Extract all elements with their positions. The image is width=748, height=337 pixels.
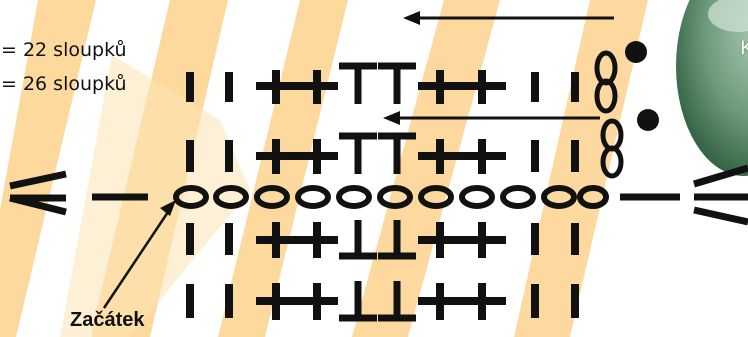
chain-icon [462, 188, 492, 206]
stitch-t-icon [378, 66, 416, 104]
start-arrow [104, 200, 176, 308]
stitch-inverted-t-icon [339, 281, 377, 318]
right-fan-icon [694, 168, 748, 222]
direction-arrow-middle [383, 111, 600, 125]
row-lower-1-stitches [190, 220, 575, 258]
chain-icon [503, 188, 533, 206]
foundation-chain-row [10, 168, 748, 222]
stitch-plus-icon [418, 70, 462, 104]
stitch-inverted-t-icon [378, 220, 416, 256]
stitch-plus-icon [418, 139, 462, 174]
turning-chain-icon [603, 121, 621, 176]
stitch-plus-icon [456, 222, 506, 258]
chain-icon [216, 188, 246, 206]
chain-icon [380, 188, 410, 206]
stitch-plus-icon [456, 70, 506, 104]
stitch-t-icon [339, 66, 377, 104]
chain-icon [257, 188, 287, 206]
chain-icon [298, 188, 328, 206]
stitch-inverted-t-icon [339, 220, 377, 256]
stitch-plus-icon [292, 139, 338, 174]
chain-icon [421, 188, 451, 206]
turning-chain-icon [597, 53, 615, 111]
stitch-plus-icon [292, 283, 338, 320]
stitch-plus-icon [418, 283, 462, 320]
row-2-stitches [190, 41, 647, 111]
chain-icon [176, 188, 206, 206]
slip-stitch-icon [625, 41, 647, 63]
stitch-t-icon [339, 136, 377, 174]
stitch-t-icon [378, 136, 416, 174]
stitch-plus-icon [256, 222, 298, 258]
stitch-plus-icon [292, 222, 338, 258]
row-lower-2-stitches [190, 281, 575, 320]
stitch-plus-icon [456, 139, 506, 174]
stitch-plus-icon [456, 283, 506, 320]
stitch-plus-icon [256, 139, 298, 174]
stitch-plus-icon [292, 70, 338, 104]
start-label: Začátek [70, 309, 145, 331]
chain-icon [544, 188, 574, 206]
chain-icon [339, 188, 369, 206]
stitch-plus-icon [256, 70, 298, 104]
direction-arrow-top [403, 11, 614, 25]
chain-icon [580, 188, 606, 206]
slip-stitch-icon [637, 109, 659, 131]
left-fan-icon [10, 174, 66, 212]
stitch-plus-icon [256, 283, 298, 320]
chain-ovals [176, 188, 606, 206]
stitch-inverted-t-icon [378, 281, 416, 318]
stitch-plus-icon [418, 222, 462, 258]
